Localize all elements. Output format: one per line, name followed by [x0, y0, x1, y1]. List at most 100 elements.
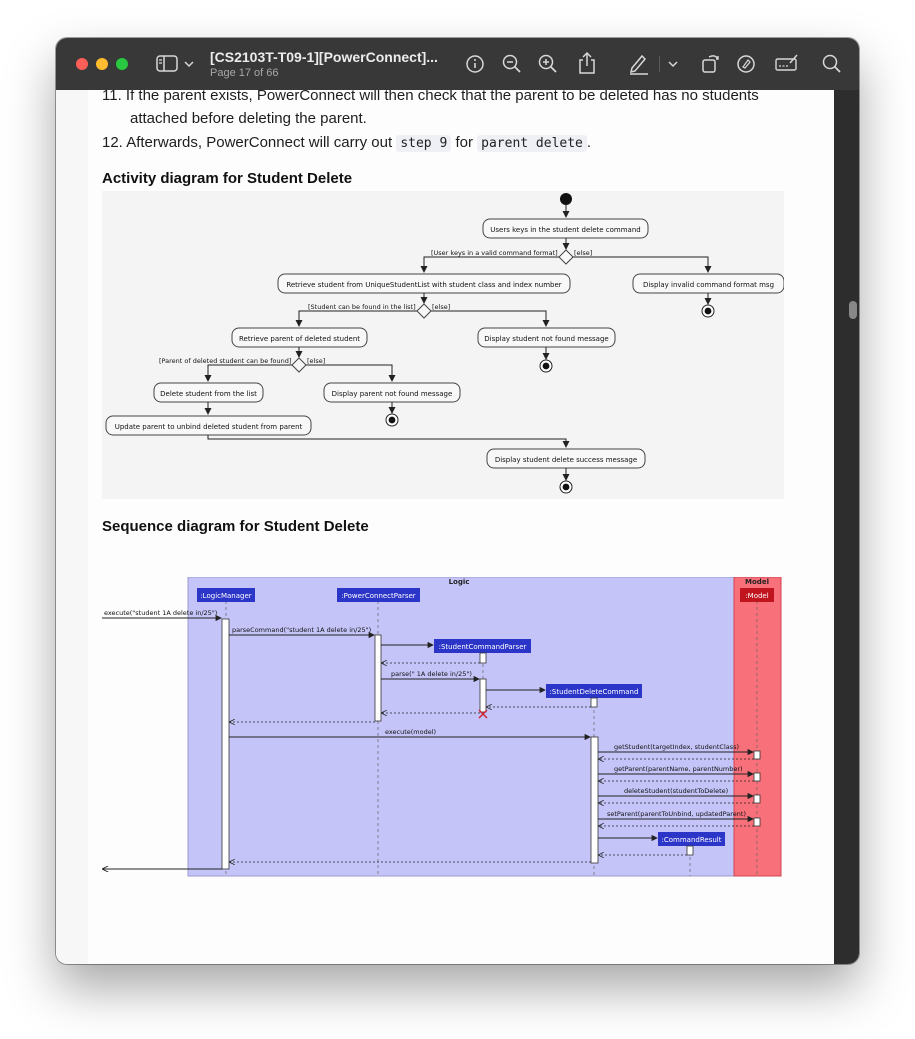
title-bar: [CS2103T-T09-1][PowerConnect]... Page 17…: [56, 38, 859, 91]
list-item-11: 11. If the parent exists, PowerConnect w…: [102, 90, 759, 104]
list-item-11-continued: attached before deleting the parent.: [130, 110, 367, 127]
sequence-diagram: Logic Model :LogicManager :PowerConnectP…: [102, 577, 782, 877]
sidebar-toggle-icon[interactable]: [156, 55, 178, 73]
zoom-in-icon[interactable]: [538, 54, 558, 74]
action-success-label: Display student delete success message: [495, 456, 637, 464]
activity-diagram: Users keys in the student delete command…: [102, 191, 784, 499]
flow-arrow: [295, 310, 417, 327]
guard-student-found: [Student can be found in the list]: [308, 303, 416, 311]
action-parent-not-found-label: Display parent not found message: [332, 390, 453, 398]
logic-frame-label: Logic: [449, 578, 470, 586]
action-invalid-format-label: Display invalid command format msg: [643, 281, 774, 289]
guard-else: [else]: [432, 303, 450, 311]
decision-node: [291, 357, 307, 373]
activation-bar: [753, 750, 761, 760]
list-item-text: If the parent exists, PowerConnect will …: [125, 90, 759, 104]
guard-parent-found: [Parent of deleted student can be found]: [159, 357, 291, 365]
participant-command-result: [658, 832, 725, 846]
activation-bar: [590, 697, 598, 708]
activation-bar: [479, 652, 487, 664]
activation-bar: [221, 618, 230, 870]
inline-code: step 9: [396, 135, 452, 152]
start-node: [560, 193, 572, 205]
decision-node: [558, 249, 574, 265]
document-title: [CS2103T-T09-1][PowerConnect]...: [210, 49, 438, 65]
list-item-text: for: [455, 134, 473, 151]
close-window-button[interactable]: [76, 58, 88, 70]
message-parse: parse(" 1A delete in/25"): [391, 670, 472, 678]
logic-frame: [187, 577, 735, 877]
message-delete-student: deleteStudent(studentToDelete): [624, 787, 728, 795]
end-node-core: [704, 307, 712, 315]
scrollbar-track[interactable]: [834, 90, 859, 964]
sequence-diagram-heading: Sequence diagram for Student Delete: [102, 518, 369, 535]
flow-arrow: [204, 364, 292, 382]
participant-parser-label: :PowerConnectParser: [341, 592, 415, 600]
action-user-keys-label: Users keys in the student delete command: [490, 226, 640, 234]
message-parse-command: parseCommand("student 1A delete in/25"): [232, 626, 371, 634]
flow-arrow: [573, 256, 712, 273]
flow-arrow: [207, 435, 570, 448]
activation-bar: [479, 678, 487, 713]
activation-bar: [590, 736, 599, 864]
activation-bar: [753, 772, 761, 782]
zoom-window-button[interactable]: [116, 58, 128, 70]
action-retrieve-student-label: Retrieve student from UniqueStudentList …: [286, 281, 561, 289]
message-execute-model: execute(model): [385, 728, 436, 736]
info-icon[interactable]: [465, 54, 485, 74]
action-delete-student-label: Delete student from the list: [160, 390, 257, 398]
activation-bar: [686, 845, 694, 856]
activity-diagram-heading: Activity diagram for Student Delete: [102, 170, 353, 187]
message-get-student: getStudent(targetIndex, studentClass): [614, 743, 739, 751]
list-item-12: 12. Afterwards, PowerConnect will carry …: [102, 134, 592, 152]
participant-command-result-label: :CommandResult: [662, 836, 722, 844]
guard-else: [else]: [574, 249, 592, 257]
end-node-core: [562, 483, 570, 491]
flow-arrow: [306, 364, 396, 382]
activation-bar: [753, 817, 761, 827]
activation-bar: [753, 794, 761, 804]
rotate-icon[interactable]: [701, 52, 721, 74]
form-fill-icon[interactable]: [774, 53, 800, 73]
flow-arrow: [431, 310, 550, 327]
search-icon[interactable]: [822, 54, 842, 74]
zoom-out-icon[interactable]: [502, 54, 522, 74]
list-number: 12.: [102, 134, 123, 151]
message-execute-command: execute("student 1A delete in/25"): [104, 609, 217, 617]
participant-logic-manager-label: :LogicManager: [200, 592, 251, 600]
minimize-window-button[interactable]: [96, 58, 108, 70]
action-retrieve-parent-label: Retrieve parent of deleted student: [239, 335, 360, 343]
participant-model: [740, 588, 774, 602]
list-item-text: .: [586, 134, 592, 151]
highlight-pen-icon[interactable]: [628, 53, 650, 75]
flow-arrow: [420, 256, 559, 273]
chevron-down-icon[interactable]: [668, 60, 678, 68]
participant-logic-manager: [197, 588, 255, 602]
page-margin-left: [56, 90, 88, 964]
participant-student-parser-label: :StudentCommandParser: [439, 643, 527, 651]
share-icon[interactable]: [578, 51, 596, 75]
document-page: 11. If the parent exists, PowerConnect w…: [88, 90, 834, 964]
chevron-down-icon[interactable]: [184, 60, 194, 68]
participant-delete-command: [546, 684, 642, 698]
message-set-parent: setParent(parentToUnbind, updatedParent): [607, 810, 746, 818]
participant-delete-command-label: :StudentDeleteCommand: [550, 688, 639, 696]
model-frame: [733, 577, 782, 877]
diagram-background: [102, 191, 784, 499]
list-number: 11.: [102, 90, 122, 104]
activation-bar: [374, 634, 382, 722]
message-get-parent: getParent(parentName, parentNumber): [614, 765, 743, 773]
action-student-not-found-label: Display student not found message: [484, 335, 608, 343]
end-node-core: [542, 362, 550, 370]
inline-code: parent delete: [477, 135, 587, 152]
markup-icon[interactable]: [736, 54, 756, 74]
list-item-text: Afterwards, PowerConnect will carry out: [126, 134, 393, 151]
scrollbar-thumb[interactable]: [849, 301, 857, 319]
guard-else: [else]: [307, 357, 325, 365]
destroy-icon: [478, 709, 488, 719]
toolbar-divider: [659, 56, 660, 72]
participant-student-parser: [434, 639, 531, 653]
participant-parser: [337, 588, 420, 602]
model-frame-label: Model: [745, 578, 769, 586]
guard-valid-format: [User keys in a valid command format]: [431, 249, 558, 257]
